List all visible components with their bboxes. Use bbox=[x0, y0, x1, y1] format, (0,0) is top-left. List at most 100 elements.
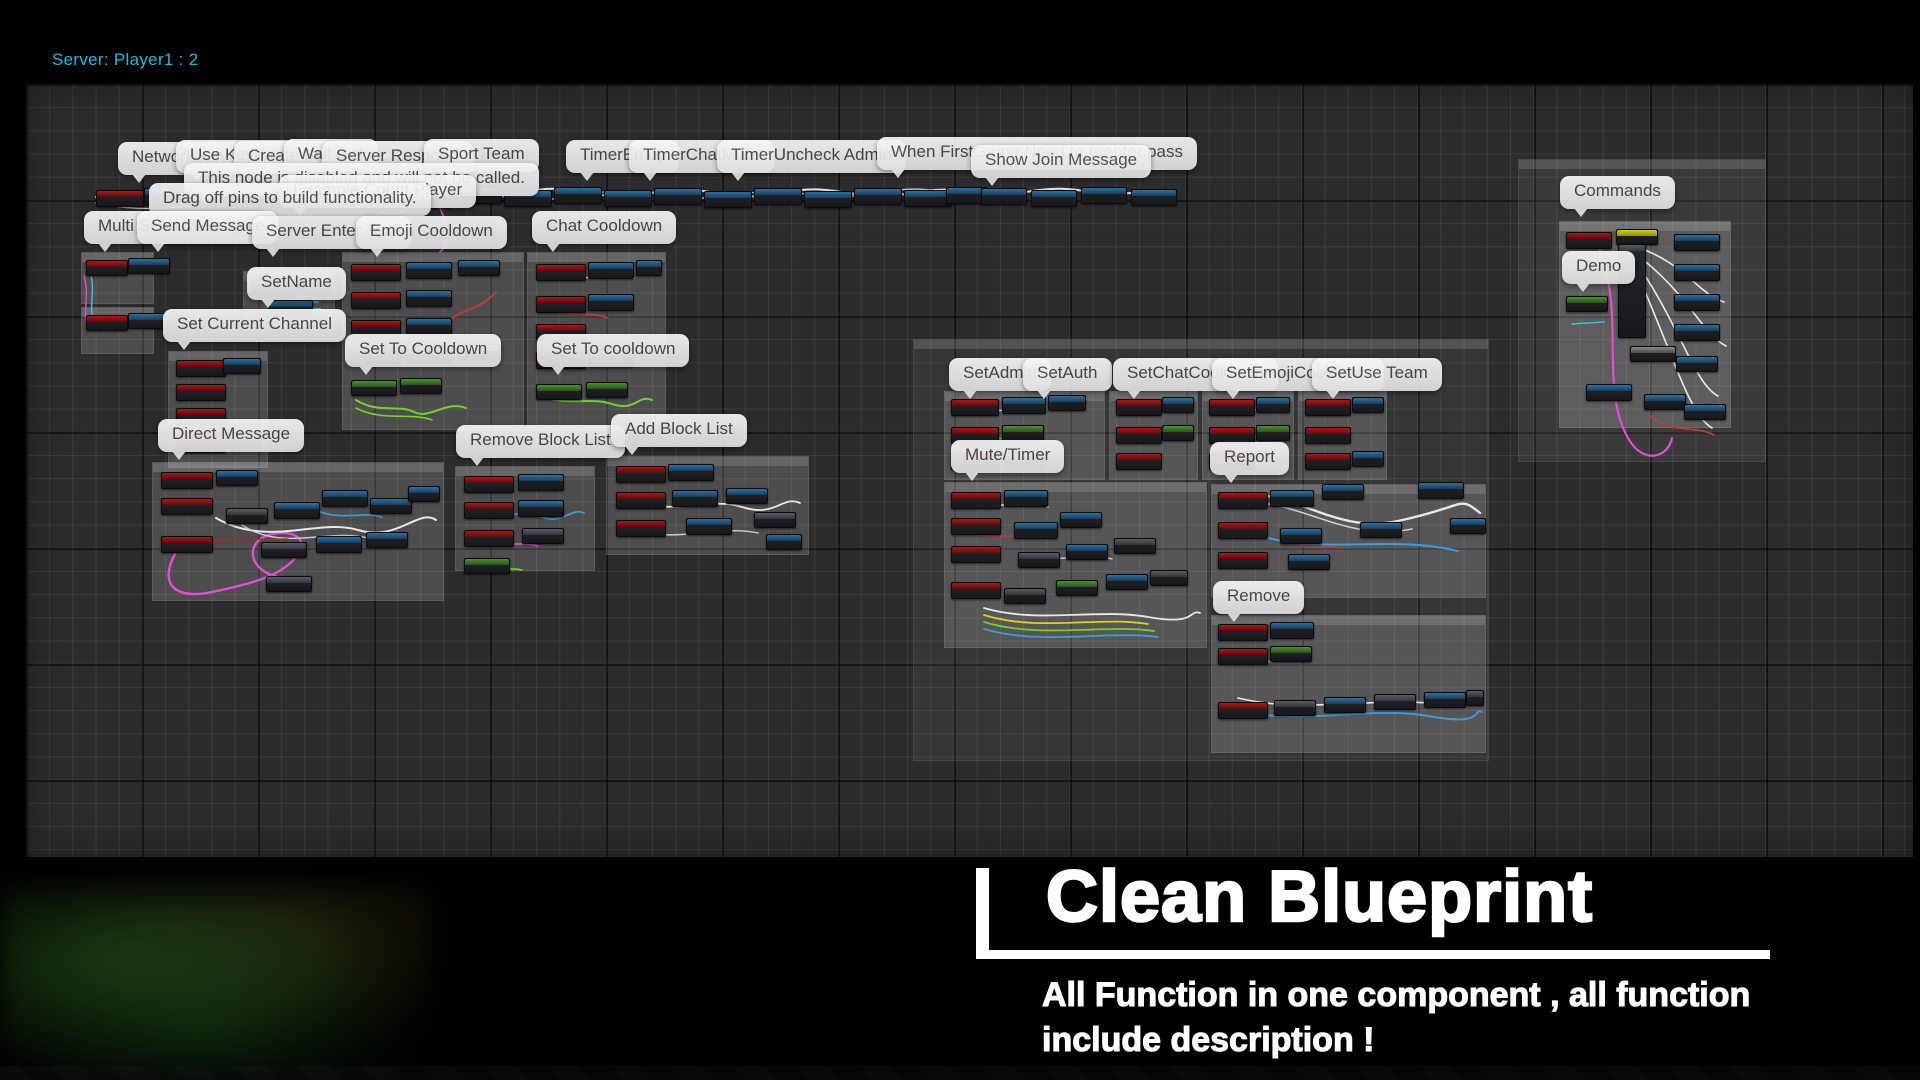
graph-node[interactable] bbox=[1081, 187, 1127, 204]
graph-node[interactable] bbox=[1218, 552, 1268, 569]
comment-bubble[interactable]: Remove Block List bbox=[456, 425, 625, 466]
graph-node[interactable] bbox=[1066, 544, 1108, 560]
graph-node[interactable] bbox=[464, 502, 514, 519]
graph-node[interactable] bbox=[804, 191, 852, 208]
graph-node[interactable] bbox=[370, 498, 412, 514]
graph-node[interactable] bbox=[366, 532, 408, 548]
graph-node[interactable] bbox=[1209, 399, 1255, 416]
graph-node[interactable] bbox=[636, 260, 662, 276]
graph-node[interactable] bbox=[1031, 190, 1077, 207]
graph-node[interactable] bbox=[1004, 490, 1048, 507]
graph-node[interactable] bbox=[616, 520, 666, 537]
graph-node[interactable] bbox=[458, 260, 500, 276]
comment-bubble[interactable]: TimerUncheck Admin bbox=[717, 140, 906, 181]
graph-node[interactable] bbox=[904, 190, 952, 207]
comment-bubble[interactable]: Demo bbox=[1562, 251, 1636, 292]
graph-node[interactable] bbox=[1644, 394, 1686, 410]
graph-node[interactable] bbox=[1418, 482, 1464, 499]
blueprint-canvas[interactable]: Network KeyUse KeydataCreate StopWait Ge… bbox=[26, 84, 1913, 857]
graph-node[interactable] bbox=[754, 512, 796, 528]
graph-node[interactable] bbox=[1256, 397, 1290, 413]
graph-node[interactable] bbox=[1014, 522, 1058, 539]
graph-node[interactable] bbox=[1060, 512, 1102, 528]
graph-node[interactable] bbox=[588, 294, 634, 311]
graph-node[interactable] bbox=[951, 518, 1001, 535]
graph-node[interactable] bbox=[1218, 492, 1268, 509]
graph-node[interactable] bbox=[586, 382, 628, 398]
graph-node[interactable] bbox=[1270, 646, 1312, 662]
graph-node[interactable] bbox=[261, 542, 307, 558]
graph-node[interactable] bbox=[754, 188, 802, 205]
graph-node[interactable] bbox=[604, 190, 652, 207]
graph-node[interactable] bbox=[351, 380, 397, 396]
graph-node[interactable] bbox=[86, 315, 128, 331]
graph-node[interactable] bbox=[322, 490, 368, 507]
graph-node[interactable] bbox=[1002, 397, 1046, 414]
graph-node[interactable] bbox=[1566, 232, 1612, 249]
graph-node[interactable] bbox=[522, 528, 564, 544]
graph-node[interactable] bbox=[408, 486, 440, 502]
graph-node[interactable] bbox=[1374, 694, 1416, 710]
graph-node[interactable] bbox=[1018, 552, 1060, 568]
comment-bubble[interactable]: Set To Cooldown bbox=[345, 334, 502, 375]
graph-node[interactable] bbox=[1218, 624, 1268, 641]
comment-bubble[interactable]: Remove bbox=[1213, 581, 1305, 622]
graph-node[interactable] bbox=[1256, 425, 1290, 441]
graph-node[interactable] bbox=[176, 384, 226, 401]
graph-node[interactable] bbox=[654, 188, 702, 205]
graph-node[interactable] bbox=[854, 188, 902, 205]
graph-node[interactable] bbox=[1424, 692, 1466, 708]
graph-node[interactable] bbox=[668, 464, 714, 481]
graph-node[interactable] bbox=[1274, 700, 1316, 716]
graph-node[interactable] bbox=[616, 466, 666, 483]
graph-node[interactable] bbox=[672, 490, 718, 507]
graph-node[interactable] bbox=[351, 292, 401, 309]
graph-node[interactable] bbox=[1162, 397, 1194, 413]
graph-node[interactable] bbox=[226, 508, 268, 524]
graph-node[interactable] bbox=[1674, 324, 1720, 341]
graph-node[interactable] bbox=[1280, 528, 1322, 544]
graph-node[interactable] bbox=[161, 498, 213, 515]
comment-bubble[interactable]: Chat Cooldown bbox=[532, 211, 677, 252]
comment-bubble[interactable]: SetName bbox=[247, 267, 346, 308]
graph-node[interactable] bbox=[951, 399, 999, 416]
graph-node[interactable] bbox=[274, 502, 320, 519]
graph-node[interactable] bbox=[1218, 702, 1268, 719]
comment-bubble[interactable]: Add Block List bbox=[611, 414, 747, 455]
graph-node[interactable] bbox=[216, 470, 258, 486]
graph-node[interactable] bbox=[1305, 399, 1351, 416]
graph-node[interactable] bbox=[351, 264, 401, 281]
graph-node[interactable] bbox=[536, 296, 586, 313]
graph-node[interactable] bbox=[704, 191, 752, 208]
graph-node[interactable] bbox=[1324, 697, 1366, 713]
comment-bubble[interactable]: Drag off pins to build functionality. bbox=[149, 183, 431, 224]
graph-node[interactable] bbox=[536, 384, 582, 400]
graph-node[interactable] bbox=[1162, 425, 1194, 441]
graph-node[interactable] bbox=[1616, 229, 1658, 245]
comment-bubble[interactable]: Emoji Cooldown bbox=[356, 216, 507, 257]
graph-node[interactable] bbox=[464, 476, 514, 493]
graph-node[interactable] bbox=[1450, 518, 1486, 534]
graph-node[interactable] bbox=[981, 188, 1027, 205]
graph-node[interactable] bbox=[1630, 346, 1676, 362]
graph-node[interactable] bbox=[86, 260, 128, 276]
graph-node[interactable] bbox=[1150, 570, 1188, 586]
graph-node[interactable] bbox=[464, 530, 514, 547]
comment-bubble[interactable]: SetAuth bbox=[1023, 358, 1112, 399]
graph-node[interactable] bbox=[266, 576, 312, 592]
graph-node[interactable] bbox=[951, 582, 1001, 599]
graph-node[interactable] bbox=[686, 518, 732, 535]
graph-node[interactable] bbox=[1116, 399, 1162, 416]
graph-node[interactable] bbox=[518, 500, 564, 517]
graph-node[interactable] bbox=[400, 378, 442, 394]
graph-node[interactable] bbox=[1218, 522, 1268, 539]
graph-node[interactable] bbox=[1056, 580, 1098, 596]
graph-node[interactable] bbox=[1305, 427, 1351, 444]
graph-node[interactable] bbox=[1322, 484, 1364, 500]
graph-node[interactable] bbox=[96, 190, 144, 207]
graph-node[interactable] bbox=[726, 488, 768, 504]
graph-node[interactable] bbox=[1674, 294, 1720, 311]
graph-node[interactable] bbox=[1114, 538, 1156, 554]
graph-node[interactable] bbox=[1106, 574, 1148, 590]
graph-node[interactable] bbox=[1676, 356, 1718, 372]
